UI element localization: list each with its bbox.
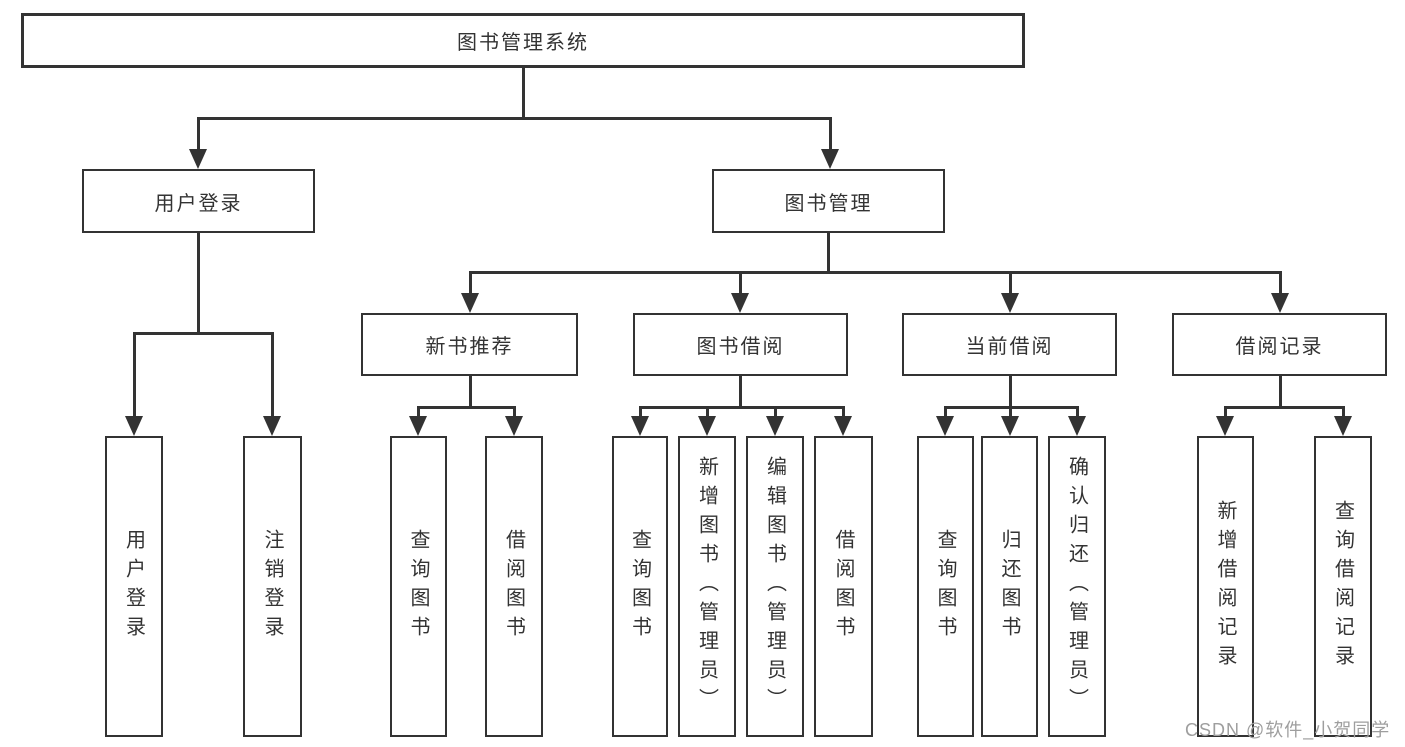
arrowhead-cb-return xyxy=(1001,416,1019,436)
node-user-login: 用户登录 xyxy=(82,169,315,233)
connector-user-login-hbar xyxy=(132,332,274,335)
arrowhead-new-book-recommend xyxy=(461,293,479,313)
connector-br-stem xyxy=(1278,376,1282,409)
leaf-bb-query-books-label: 查询图书 xyxy=(628,528,651,645)
arrowhead-br-add xyxy=(1216,416,1234,436)
connector-rec-hbar xyxy=(416,406,516,409)
arrowhead-current-borrow xyxy=(1001,293,1019,313)
leaf-user-login-label: 用户登录 xyxy=(122,528,145,645)
connector-drop-bb-add xyxy=(705,406,709,418)
arrowhead-user-login xyxy=(189,149,207,169)
leaf-bb-edit-books-admin-label: 编辑图书（管理员） xyxy=(763,456,786,717)
leaf-br-query-record: 查询借阅记录 xyxy=(1314,436,1372,737)
connector-drop-bb-borrow xyxy=(841,406,845,418)
arrowhead-bb-borrow xyxy=(834,416,852,436)
connector-bb-stem xyxy=(738,376,742,409)
connector-drop-bb-query xyxy=(638,406,642,418)
node-current-borrow-label: 当前借阅 xyxy=(965,336,1054,358)
csdn-watermark: CSDN @软件_小贺同学 xyxy=(1185,720,1391,740)
leaf-bb-borrow-books: 借阅图书 xyxy=(814,436,873,737)
leaf-bb-add-books-admin: 新增图书（管理员） xyxy=(678,436,736,737)
connector-drop-book-borrow xyxy=(738,271,742,295)
connector-drop-cb-confirm xyxy=(1075,406,1079,418)
leaf-cb-query-books: 查询图书 xyxy=(917,436,974,737)
leaf-bb-borrow-books-label: 借阅图书 xyxy=(832,528,854,645)
leaf-rec-query-books-label: 查询图书 xyxy=(407,528,429,645)
connector-drop-br-add xyxy=(1223,406,1227,418)
connector-drop-bb-edit xyxy=(773,406,777,418)
connector-book-mgmt-stem xyxy=(827,233,830,274)
leaf-bb-edit-books-admin: 编辑图书（管理员） xyxy=(746,436,804,737)
node-book-management: 图书管理 xyxy=(712,169,945,233)
connector-drop-new-book-recommend xyxy=(468,271,472,295)
connector-drop-rec-borrow xyxy=(512,406,516,418)
connector-drop-br-query xyxy=(1341,406,1345,418)
arrowhead-cb-query xyxy=(936,416,954,436)
node-new-book-recommend-label: 新书推荐 xyxy=(425,336,514,358)
arrowhead-leaf-logout xyxy=(263,416,281,436)
node-user-login-label: 用户登录 xyxy=(154,192,243,215)
node-book-borrow: 图书借阅 xyxy=(633,313,848,376)
leaf-br-add-record-label: 新增借阅记录 xyxy=(1214,499,1236,674)
connector-drop-rec-query xyxy=(416,406,420,418)
leaf-cb-return-books-label: 归还图书 xyxy=(998,528,1020,645)
arrowhead-br-query xyxy=(1334,416,1352,436)
connector-bb-hbar xyxy=(638,406,845,409)
arrowhead-leaf-user-login xyxy=(125,416,143,436)
connector-br-hbar xyxy=(1223,406,1345,409)
node-root-label: 图书管理系统 xyxy=(457,32,589,54)
leaf-rec-borrow-books-label: 借阅图书 xyxy=(502,528,525,645)
arrowhead-rec-query xyxy=(409,416,427,436)
arrowhead-bb-add xyxy=(698,416,716,436)
connector-drop-leaf-user-login xyxy=(132,332,136,416)
node-root: 图书管理系统 xyxy=(21,13,1025,68)
node-book-management-label: 图书管理 xyxy=(784,192,873,215)
connector-rec-stem xyxy=(468,376,472,409)
connector-drop-leaf-logout xyxy=(270,332,274,416)
connector-drop-cb-query xyxy=(943,406,947,418)
connector-root-trunk xyxy=(521,68,525,120)
connector-cb-stem xyxy=(1008,376,1012,409)
connector-root-hbar xyxy=(196,117,832,120)
leaf-br-add-record: 新增借阅记录 xyxy=(1197,436,1254,737)
leaf-logout: 注销登录 xyxy=(243,436,302,737)
node-book-borrow-label: 图书借阅 xyxy=(696,336,785,358)
leaf-bb-add-books-admin-label: 新增图书（管理员） xyxy=(695,456,718,717)
arrowhead-borrow-record xyxy=(1271,293,1289,313)
leaf-bb-query-books: 查询图书 xyxy=(612,436,668,737)
arrowhead-bb-query xyxy=(631,416,649,436)
leaf-cb-query-books-label: 查询图书 xyxy=(934,528,956,645)
arrowhead-bb-edit xyxy=(766,416,784,436)
connector-drop-borrow-record xyxy=(1278,271,1282,295)
arrowhead-book-borrow xyxy=(731,293,749,313)
connector-user-login-stem xyxy=(196,233,200,334)
arrowhead-cb-confirm xyxy=(1068,416,1086,436)
connector-drop-current-borrow xyxy=(1008,271,1012,295)
node-borrow-record-label: 借阅记录 xyxy=(1235,336,1324,358)
leaf-logout-label: 注销登录 xyxy=(261,528,283,645)
leaf-cb-confirm-return-admin-label: 确认归还（管理员） xyxy=(1065,456,1088,717)
leaf-br-query-record-label: 查询借阅记录 xyxy=(1331,499,1354,674)
leaf-rec-query-books: 查询图书 xyxy=(390,436,447,737)
connector-book-mgmt-hbar xyxy=(468,271,1282,274)
leaf-rec-borrow-books: 借阅图书 xyxy=(485,436,543,737)
arrowhead-book-management xyxy=(821,149,839,169)
node-new-book-recommend: 新书推荐 xyxy=(361,313,578,376)
leaf-cb-confirm-return-admin: 确认归还（管理员） xyxy=(1048,436,1106,737)
connector-drop-cb-return xyxy=(1008,406,1012,418)
node-current-borrow: 当前借阅 xyxy=(902,313,1117,376)
connector-drop-book-management xyxy=(828,117,832,150)
leaf-cb-return-books: 归还图书 xyxy=(981,436,1038,737)
connector-drop-user-login xyxy=(196,117,200,150)
arrowhead-rec-borrow xyxy=(505,416,523,436)
node-borrow-record: 借阅记录 xyxy=(1172,313,1387,376)
leaf-user-login: 用户登录 xyxy=(105,436,163,737)
